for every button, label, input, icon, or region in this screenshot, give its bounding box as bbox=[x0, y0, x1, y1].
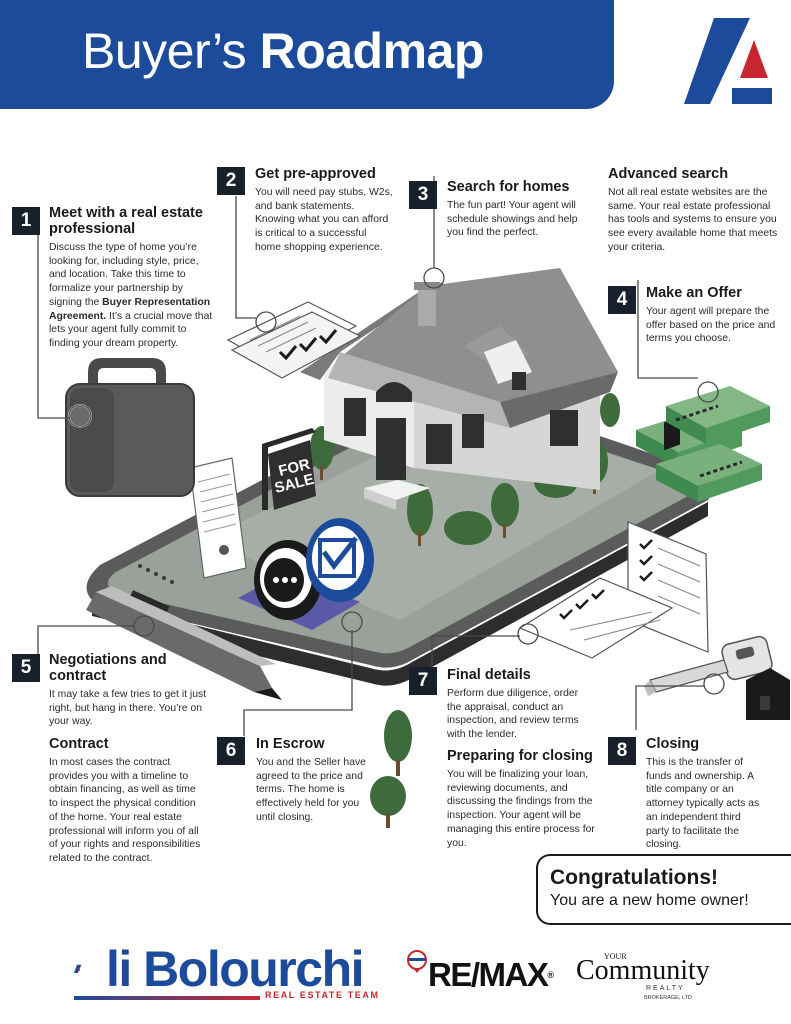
money-stack-icon bbox=[636, 386, 770, 502]
step-7-block: Final details Perform due diligence, ord… bbox=[447, 667, 595, 742]
contract-block: Contract In most cases the contract prov… bbox=[49, 736, 207, 866]
step-6-title: In Escrow bbox=[256, 736, 325, 752]
step-6-body: You and the Seller have agreed to the pr… bbox=[256, 757, 366, 823]
brand-name: li Bolourchi bbox=[106, 941, 365, 997]
step-8-block: Closing This is the transfer of funds an… bbox=[646, 736, 766, 852]
advanced-search-block: Advanced search Not all real estate webs… bbox=[608, 166, 784, 255]
step-8-title: Closing bbox=[646, 736, 700, 752]
for-sale-sign-icon: FOR SALE bbox=[262, 428, 316, 510]
step-2-title: Get pre-approved bbox=[255, 166, 376, 182]
step-7-title: Final details bbox=[447, 667, 531, 683]
step-8-number: 8 bbox=[608, 737, 636, 765]
step-3-body: The fun part! Your agent will schedule s… bbox=[447, 200, 578, 239]
step-1-block: Meet with a real estate professional Dis… bbox=[49, 205, 217, 351]
briefcase-icon bbox=[65, 358, 195, 497]
brand-team-label: REAL ESTATE TEAM bbox=[265, 990, 380, 1000]
contract-body: In most cases the contract provides you … bbox=[49, 757, 201, 864]
step-1-number: 1 bbox=[12, 207, 40, 235]
congratulations-subtext: You are a new home owner! bbox=[550, 892, 749, 909]
step-6-number: 6 bbox=[217, 737, 245, 765]
step-1-title: Meet with a real estate professional bbox=[49, 205, 203, 237]
title-light: Buyer’s bbox=[82, 23, 247, 79]
step-5-title: Negotiations and contract bbox=[49, 652, 167, 684]
remax-registered: ® bbox=[547, 970, 554, 980]
pre-approval-documents-icon bbox=[226, 301, 362, 379]
step-8-body: This is the transfer of funds and owners… bbox=[646, 757, 760, 851]
buyer-representation-agreement: Buyer Representation Agreement. bbox=[49, 296, 211, 322]
step-3-number: 3 bbox=[409, 181, 437, 209]
step-6-block: In Escrow You and the Seller have agreed… bbox=[256, 736, 376, 825]
page-title: Buyer’s Roadmap bbox=[82, 22, 484, 80]
checkmark-badge-icon bbox=[306, 518, 374, 602]
advanced-search-title: Advanced search bbox=[608, 166, 729, 182]
step-4-number: 4 bbox=[608, 286, 636, 314]
preparing-for-closing-title: Preparing for closing bbox=[447, 748, 593, 764]
connector-lines bbox=[37, 176, 725, 736]
advanced-search-body: Not all real estate websites are the sam… bbox=[608, 187, 778, 253]
step-4-body: Your agent will prepare the offer based … bbox=[646, 306, 776, 345]
step-7-body: Perform due diligence, order the apprais… bbox=[447, 688, 579, 741]
step-2-body: You will need pay stubs, W2s, and bank s… bbox=[255, 187, 393, 253]
pen-icon bbox=[86, 586, 282, 700]
step-7-number: 7 bbox=[409, 667, 437, 695]
step-2-block: Get pre-approved You will need pay stubs… bbox=[255, 166, 395, 255]
remax-text: RE/MAX bbox=[428, 956, 549, 993]
step-4-block: Make an Offer Your agent will prepare th… bbox=[646, 285, 786, 346]
step-1-body: Discuss the type of home you’re looking … bbox=[49, 241, 217, 351]
title-bold: Roadmap bbox=[259, 23, 485, 79]
step-4-title: Make an Offer bbox=[646, 285, 742, 301]
step-2-number: 2 bbox=[217, 167, 245, 195]
preparing-for-closing-block: Preparing for closing You will be finali… bbox=[447, 748, 597, 850]
step-3-title: Search for homes bbox=[447, 179, 570, 195]
contract-document-icon bbox=[189, 457, 247, 579]
step-5-number: 5 bbox=[12, 654, 40, 682]
brand-a-logo-icon bbox=[684, 18, 772, 104]
house-illustration bbox=[300, 268, 618, 510]
step-1-body-text-end: It’s a crucial move that lets your agent… bbox=[49, 310, 213, 349]
step-3-block: Search for homes The fun part! Your agen… bbox=[447, 179, 592, 240]
step-5-block: Negotiations and contract It may take a … bbox=[49, 652, 209, 729]
step-5-body: It may take a few tries to get it just r… bbox=[49, 689, 207, 728]
contract-title: Contract bbox=[49, 736, 109, 752]
step-1-body-text: Discuss the type of home you’re looking … bbox=[49, 242, 199, 308]
brand-underline bbox=[74, 996, 260, 1000]
congratulations-box: Congratulations! You are a new home owne… bbox=[536, 854, 791, 925]
community-wordmark: Community bbox=[576, 955, 710, 986]
realty-label: REALTY bbox=[646, 985, 685, 992]
congratulations-headline: Congratulations! bbox=[550, 866, 718, 889]
bolourchi-a-logo-icon bbox=[74, 964, 82, 973]
your-label: YOUR bbox=[604, 952, 627, 961]
brokerage-label: BROKERAGE, LTD bbox=[644, 995, 692, 1001]
checklist-documents-icon bbox=[518, 521, 709, 659]
escrow-trees-icon bbox=[370, 710, 412, 828]
remax-wordmark: RE/MAX® bbox=[428, 956, 554, 993]
tree-icon bbox=[310, 393, 620, 545]
preparing-for-closing-body: You will be finalizing your loan, review… bbox=[447, 769, 595, 849]
house-keys-icon bbox=[644, 635, 790, 720]
header-band bbox=[0, 0, 614, 109]
remax-balloon-icon bbox=[407, 950, 427, 973]
chat-bubble-icon bbox=[238, 540, 360, 630]
